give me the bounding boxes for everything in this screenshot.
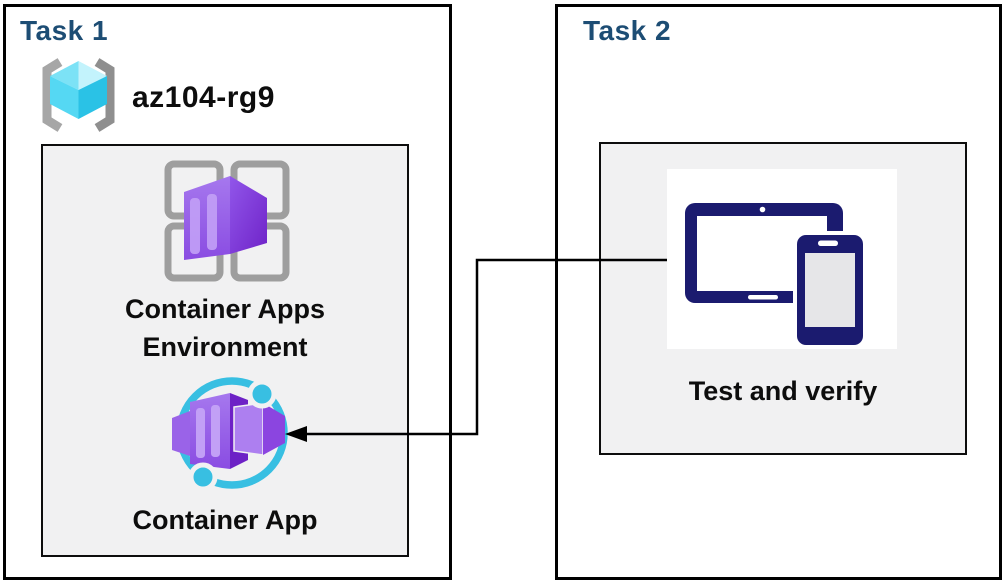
container-apps-environment-icon bbox=[164, 160, 290, 282]
task1-box: Task 1 az104-rg9 bbox=[3, 4, 452, 580]
environment-panel: Container Apps Environment Container App bbox=[41, 144, 409, 557]
container-app-icon bbox=[172, 377, 288, 492]
task1-title: Task 1 bbox=[20, 15, 109, 46]
verify-panel: Test and verify bbox=[599, 142, 967, 455]
environment-label: Container Apps Environment bbox=[124, 294, 325, 362]
task2-title: Task 2 bbox=[583, 15, 672, 46]
container-app-label: Container App bbox=[132, 505, 318, 535]
resource-group-name: az104-rg9 bbox=[132, 81, 275, 114]
verify-label: Test and verify bbox=[688, 376, 878, 406]
devices-icon-plate bbox=[667, 169, 897, 349]
devices-icon bbox=[685, 203, 867, 349]
task2-box: Task 2 Test and verify bbox=[555, 4, 1002, 580]
resource-group-icon bbox=[42, 58, 115, 132]
